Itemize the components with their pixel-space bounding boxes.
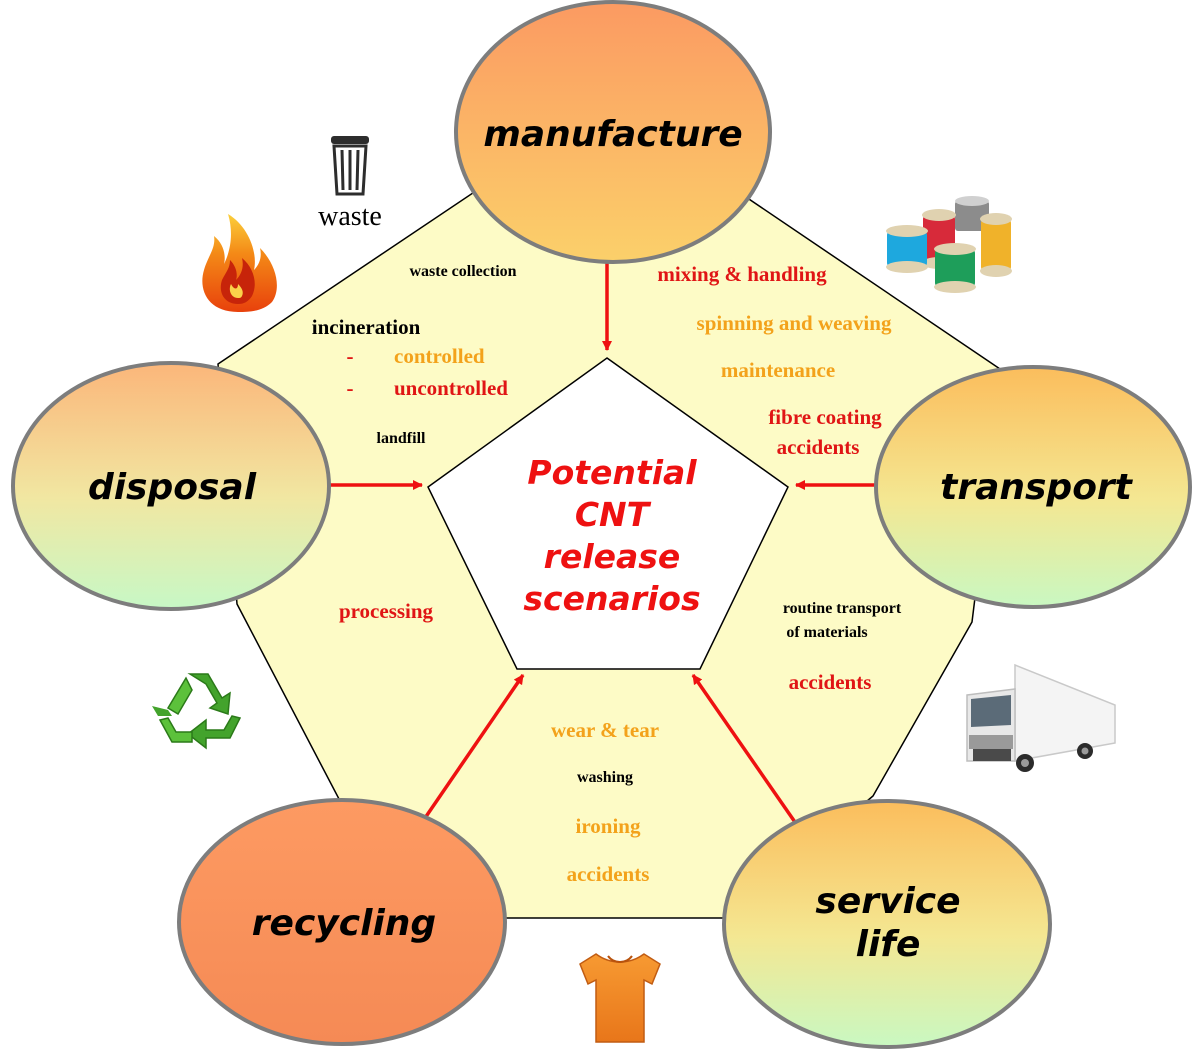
svg-text:disposal: disposal [88, 467, 257, 508]
item-transport-accidents: accidents [789, 670, 872, 694]
inner-pentagon [427, 357, 789, 670]
node-transport: transport [874, 365, 1192, 609]
svg-text:life: life [856, 924, 921, 965]
item-processing: processing [339, 599, 434, 623]
tshirt-icon [579, 953, 661, 1043]
item-of-materials: of materials [786, 624, 867, 641]
truck-icon [966, 663, 1116, 772]
thread-spools-icon [886, 196, 1012, 293]
item-controlled: controlled [394, 344, 485, 368]
item-maintenance: maintenance [721, 358, 835, 382]
trash-bin-icon [331, 136, 369, 196]
svg-text:scenarios: scenarios [523, 579, 700, 618]
node-manufacture: manufacture [454, 0, 772, 264]
arrow-service-life [691, 674, 799, 826]
waste-label: waste [318, 201, 382, 232]
center-label: Potential CNT release scenarios [523, 453, 700, 618]
item-uncontrolled: uncontrolled [394, 376, 508, 400]
item-spinning-weaving: spinning and weaving [697, 311, 892, 335]
svg-text:Potential: Potential [527, 453, 697, 492]
item-washing: washing [577, 769, 633, 786]
item-fibre-coating: fibre coating [768, 405, 882, 429]
recycle-icon [152, 673, 242, 750]
node-disposal: disposal [11, 361, 331, 611]
item-landfill: landfill [377, 430, 426, 447]
item-mixing-handling: mixing & handling [657, 262, 827, 286]
item-wear-tear: wear & tear [551, 718, 659, 742]
svg-text:service: service [815, 881, 960, 922]
svg-text:release: release [544, 537, 681, 576]
fire-icon [202, 214, 277, 312]
item-ironing: ironing [576, 814, 641, 838]
svg-text:transport: transport [940, 467, 1134, 508]
svg-text:CNT: CNT [575, 495, 652, 534]
item-incineration: incineration [312, 315, 421, 339]
svg-text:manufacture: manufacture [483, 114, 742, 155]
node-recycling: recycling [177, 798, 507, 1046]
node-service-life: service life [722, 799, 1052, 1049]
svg-text:recycling: recycling [252, 903, 436, 944]
item-routine-transport: routine transport [783, 600, 902, 617]
arrow-recycling [423, 674, 525, 819]
item-service-accidents: accidents [567, 862, 650, 886]
dash-uncontrolled: - [347, 376, 354, 400]
item-waste-collection: waste collection [409, 263, 516, 280]
item-manufacture-accidents: accidents [777, 435, 860, 459]
dash-controlled: - [347, 344, 354, 368]
